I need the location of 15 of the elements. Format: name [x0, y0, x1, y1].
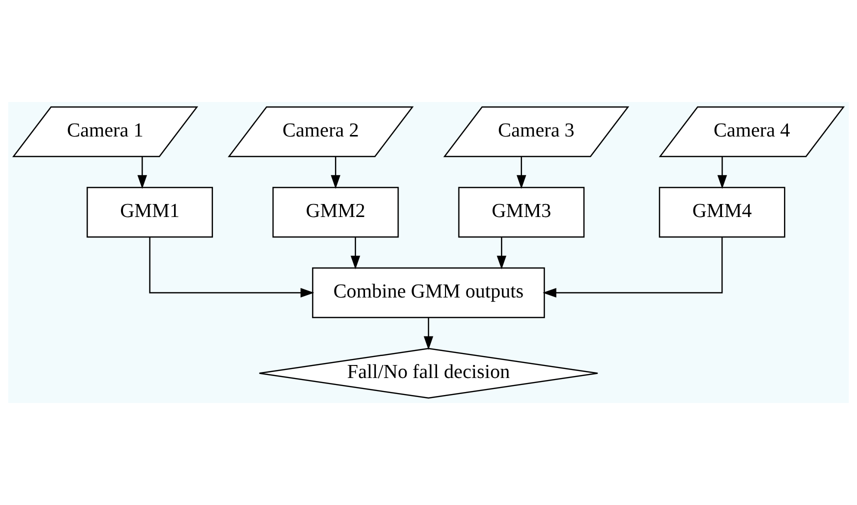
node-box: GMM1 — [86, 186, 213, 238]
node-box: GMM4 — [658, 186, 786, 238]
node-box: GMM3 — [458, 186, 585, 238]
arrow — [717, 156, 727, 189]
node-box: Combine GMM outputs — [312, 267, 545, 318]
arrow — [542, 237, 723, 298]
arrow — [330, 156, 340, 189]
arrow — [149, 237, 314, 298]
arrow — [496, 237, 506, 270]
node-diamond: Fall/No fall decision — [258, 348, 598, 399]
node-box: GMM2 — [272, 186, 399, 238]
arrow — [137, 156, 147, 189]
arrow — [350, 237, 360, 270]
arrow — [516, 156, 526, 189]
arrow — [424, 318, 434, 350]
